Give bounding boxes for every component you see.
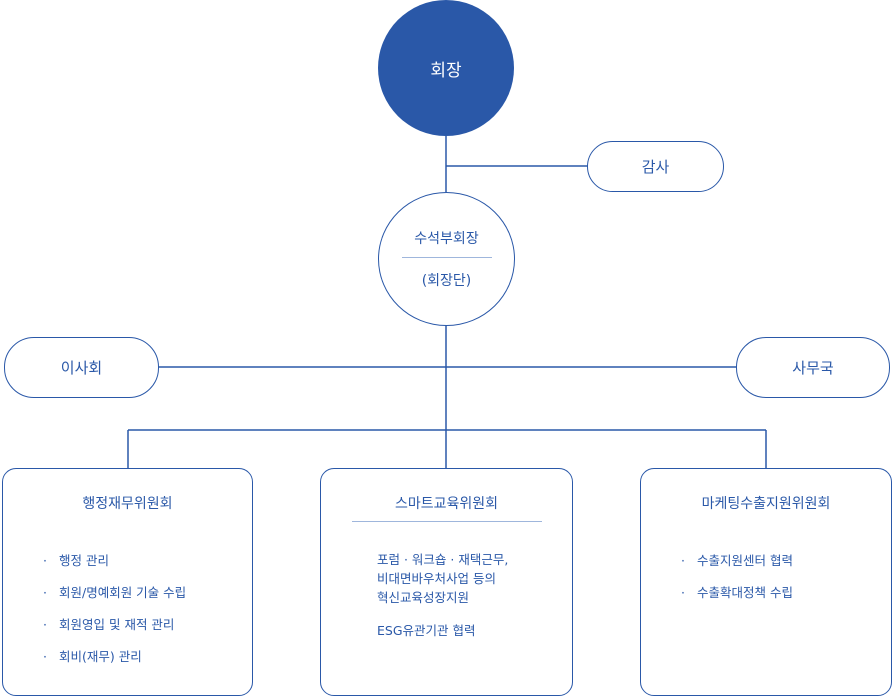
bullet: ·: [43, 553, 47, 568]
committee-title: 스마트교육위원회: [394, 496, 499, 512]
committee-smart-education: 스마트교육위원회 포럼 · 워크숍 · 재택근무, 비대면바우처사업 등의 혁신…: [320, 468, 573, 696]
list-item-text: 수출지원센터 협력: [697, 553, 793, 568]
list-item: · 수출지원센터 협력: [681, 545, 891, 577]
committee-item-list: · 행정 관리 · 회원/명예회원 기술 수립 · 회원영입 및 재적 관리 · 회비(…: [3, 545, 252, 673]
vice-chairman-subtitle: (회장단): [421, 273, 472, 289]
vice-chairman-title: 수석부회장: [414, 231, 479, 247]
committee-marketing-export: 마케팅수출지원위원회 · 수출지원센터 협력 · 수출확대정책 수립: [640, 468, 892, 696]
secretariat-label: 사무국: [792, 359, 834, 377]
chairman-label: 회장: [430, 60, 462, 81]
list-item: · 수출확대정책 수립: [681, 577, 891, 609]
committee-title-divider: [351, 521, 542, 522]
committee-title: 행정재무위원회: [82, 496, 173, 512]
bullet: ·: [43, 649, 47, 664]
list-item-text: 회원영입 및 재적 관리: [59, 617, 175, 632]
bullet: ·: [43, 585, 47, 600]
description-line: 혁신교육성장지원: [377, 590, 470, 605]
chairman-node: 회장: [378, 0, 514, 136]
list-item-text: 수출확대정책 수립: [697, 585, 793, 600]
list-item-text: 회비(재무) 관리: [59, 649, 142, 664]
committee-description: 포럼 · 워크숍 · 재택근무, 비대면바우처사업 등의 혁신교육성장지원 ES…: [321, 550, 572, 640]
bullet: ·: [681, 585, 685, 600]
bullet: ·: [681, 553, 685, 568]
secretariat-node: 사무국: [736, 337, 890, 398]
auditor-node: 감사: [587, 141, 724, 192]
committee-title: 마케팅수출지원위원회: [701, 496, 831, 512]
list-item-text: 행정 관리: [59, 553, 109, 568]
board-label: 이사회: [60, 359, 103, 377]
board-node: 이사회: [4, 337, 159, 398]
list-item: · 회원/명예회원 기술 수립: [43, 577, 252, 609]
list-item: · 행정 관리: [43, 545, 252, 577]
list-item-text: 회원/명예회원 기술 수립: [59, 585, 187, 600]
description-line: 포럼 · 워크숍 · 재택근무,: [377, 552, 509, 567]
list-item: · 회비(재무) 관리: [43, 641, 252, 673]
description-extra: ESG유관기관 협력: [377, 623, 476, 638]
list-item: · 회원영입 및 재적 관리: [43, 609, 252, 641]
vice-chairman-node: 수석부회장 (회장단): [378, 192, 515, 326]
auditor-label: 감사: [641, 158, 670, 176]
vice-chairman-divider: [401, 257, 492, 258]
description-line: 비대면바우처사업 등의: [377, 571, 496, 586]
bullet: ·: [43, 617, 47, 632]
committee-item-list: · 수출지원센터 협력 · 수출확대정책 수립: [641, 545, 891, 609]
committee-admin-finance: 행정재무위원회 · 행정 관리 · 회원/명예회원 기술 수립 · 회원영입 및 재적…: [2, 468, 253, 696]
